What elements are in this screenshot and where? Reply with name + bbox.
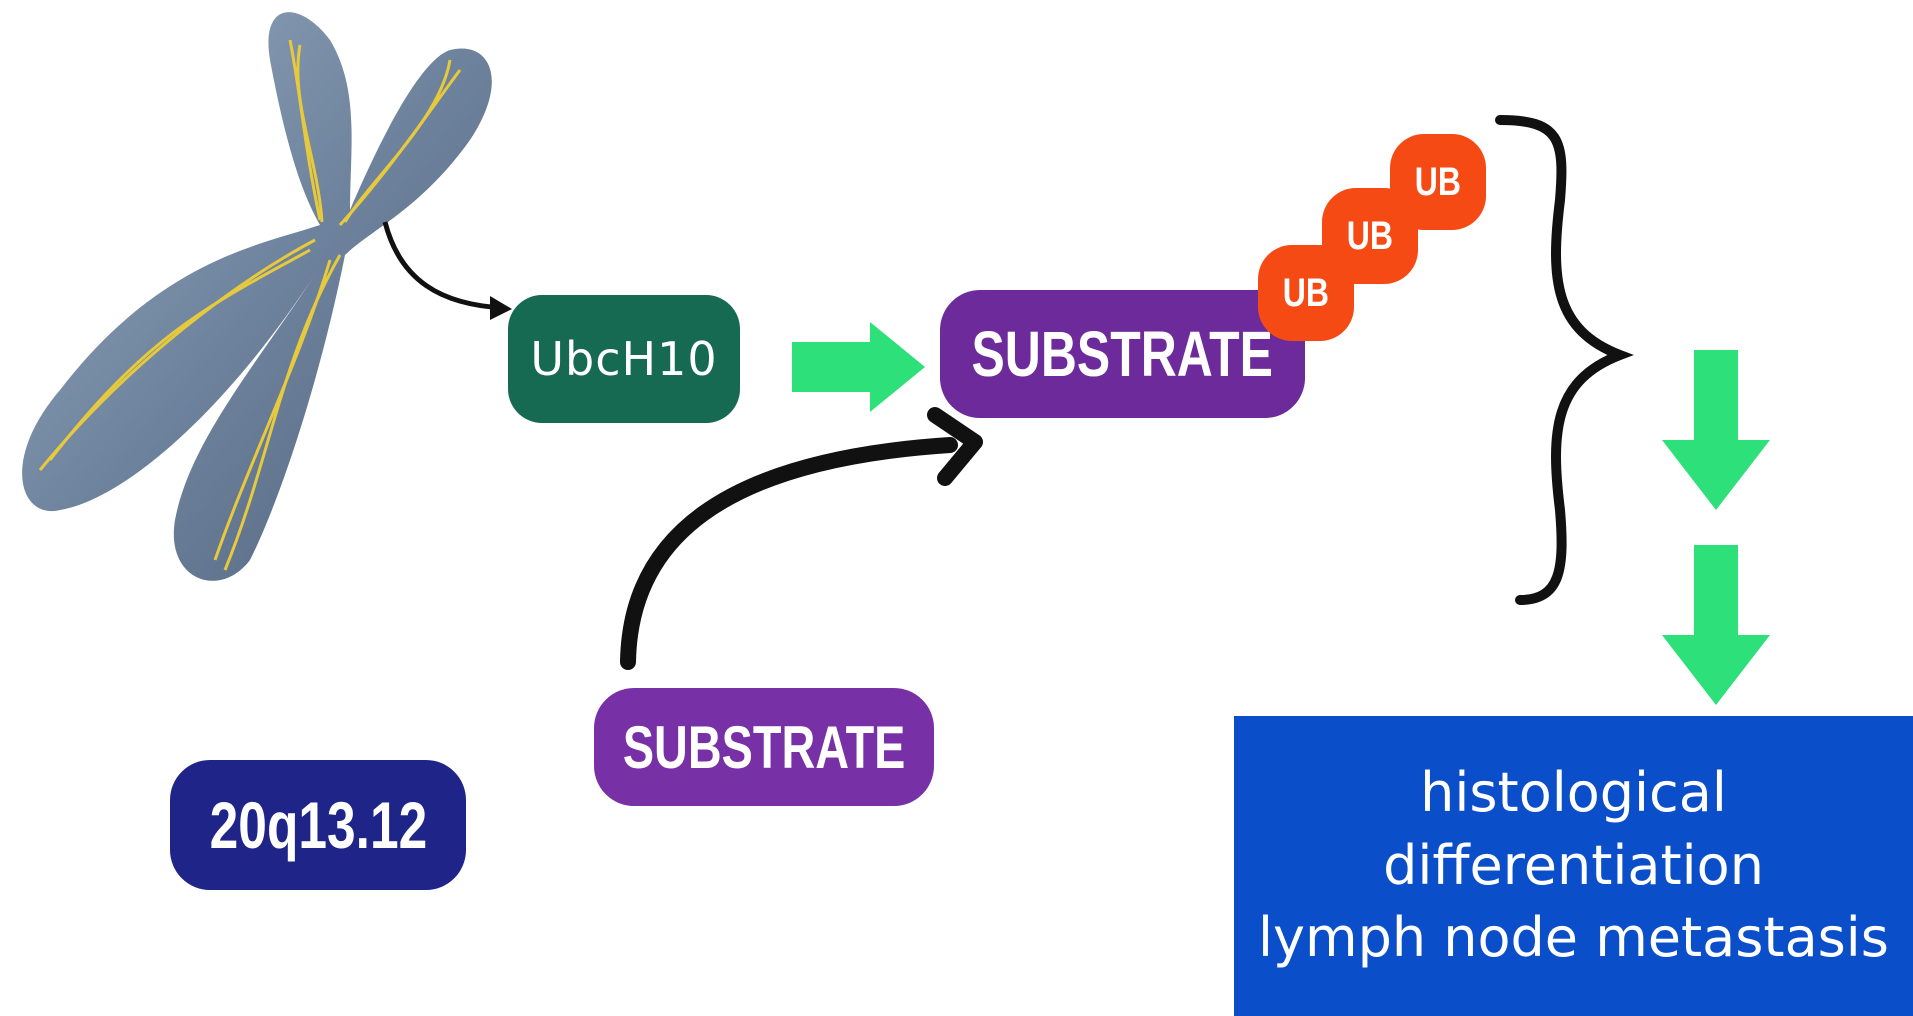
substrate-bound-label: SUBSTRATE — [971, 318, 1274, 390]
arrow-substrate-binding — [620, 407, 983, 670]
arrow-down-2 — [1662, 545, 1770, 705]
outcome-line-2: differentiation — [1383, 833, 1764, 897]
ubiquitin-tag-label: UB — [1282, 270, 1330, 315]
ubiquitin-tag-3: UB — [1390, 134, 1486, 230]
gene-label: UbcH10 — [530, 332, 718, 386]
chromosome-locus-badge: 20q13.12 — [170, 760, 466, 890]
substrate-free-label: SUBSTRATE — [622, 713, 906, 781]
locus-label: 20q13.12 — [209, 788, 427, 862]
arrow-chromosome-to-ubch10 — [382, 221, 512, 320]
arrow-ubch10-to-substrate — [792, 322, 925, 412]
clinical-outcome-box: histological differentiation lymph node … — [1234, 716, 1913, 1016]
outcome-line-1: histological — [1420, 760, 1727, 824]
ubiquitinated-substrate-node: SUBSTRATE — [940, 290, 1305, 418]
arrow-down-1 — [1662, 350, 1770, 510]
curly-brace — [1495, 115, 1634, 605]
outcome-line-3: lymph node metastasis — [1258, 906, 1889, 970]
ubiquitin-tag-label: UB — [1414, 159, 1462, 204]
free-substrate-node: SUBSTRATE — [594, 688, 934, 806]
ubiquitin-tag-label: UB — [1346, 213, 1394, 258]
chromosome-icon — [22, 12, 492, 581]
gene-ubch10-node: UbcH10 — [508, 295, 740, 423]
